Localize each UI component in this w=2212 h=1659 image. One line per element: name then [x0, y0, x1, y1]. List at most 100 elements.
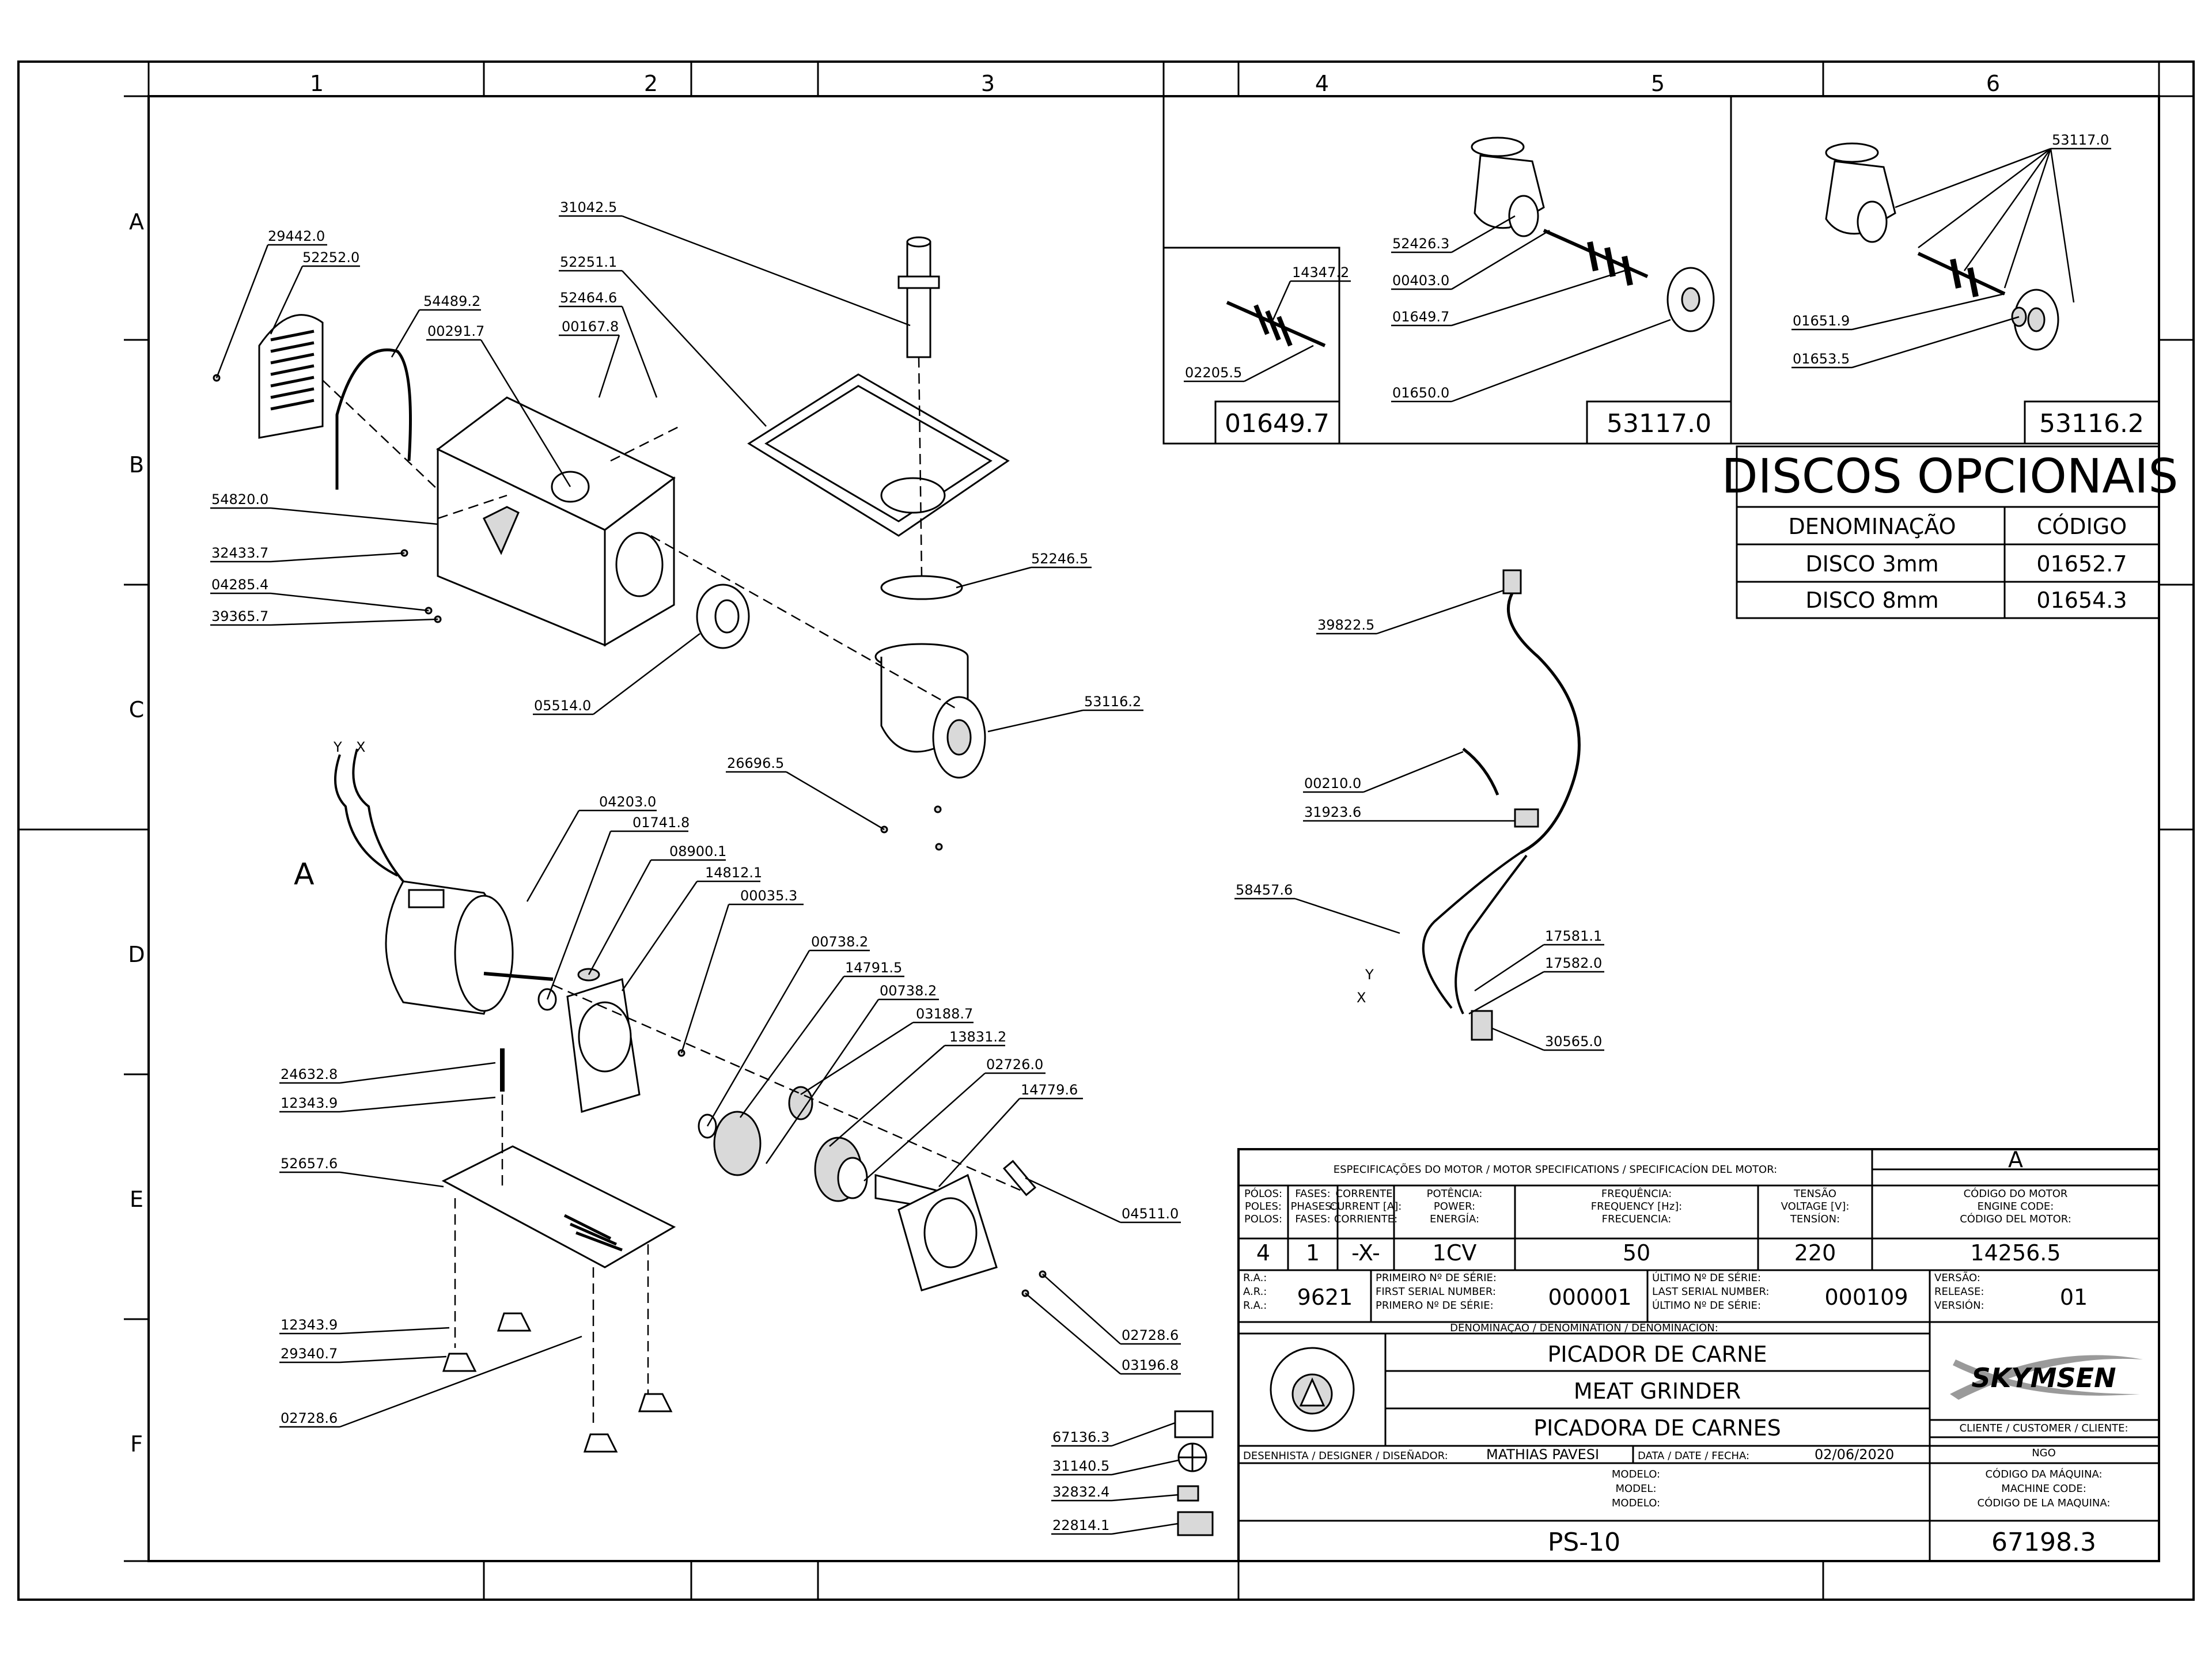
designer-label: DESENHISTA / DESIGNER / DISEÑADOR:	[1243, 1449, 1448, 1462]
current-label: CORRENTE:	[1335, 1188, 1396, 1200]
part-ref: 12343.9	[281, 1095, 338, 1111]
disc-row-code: 01652.7	[2036, 551, 2127, 577]
part-ref: 00738.2	[811, 934, 868, 950]
version-label: VERSÃO:	[1934, 1271, 1980, 1284]
sticker-icons	[1174, 1410, 1214, 1536]
last-serial-value: 000109	[1824, 1285, 1908, 1310]
drawing-frame	[17, 60, 2195, 1601]
part-ref: 52657.6	[281, 1156, 338, 1172]
brand-logo-text: SKYMSEN	[1972, 1362, 2116, 1393]
ra-label: R.A.:	[1243, 1300, 1267, 1312]
title-block-text: ESPECIFICAÇÕES DO MOTOR / MOTOR SPECIFIC…	[1243, 1147, 2143, 1557]
part-ref: 31923.6	[1304, 804, 1361, 820]
part-ref: 29340.7	[281, 1346, 338, 1362]
current-label: CURRENT [A]:	[1330, 1200, 1402, 1213]
grid-col-5: 5	[1651, 71, 1665, 96]
part-ref: 31042.5	[560, 199, 617, 215]
ra-label: R.A.:	[1243, 1272, 1267, 1284]
part-ref: 32832.4	[1052, 1484, 1109, 1500]
part-ref: 00035.3	[740, 888, 797, 904]
current-value: -X-	[1351, 1240, 1380, 1266]
voltage-label: TENSÃO	[1793, 1187, 1836, 1200]
parts-illustration: Y X A	[213, 236, 1047, 1453]
last-serial-label: ÚLTIMO Nº DE SÉRIE:	[1652, 1271, 1761, 1284]
poles-label: POLOS:	[1244, 1213, 1282, 1225]
engine-code-label: ENGINE CODE:	[1978, 1200, 2054, 1213]
disc-row-code: 01654.3	[2036, 588, 2127, 613]
optional-discs-header-code: CÓDIGO	[2037, 514, 2127, 539]
inset-box-2-code: 53117.0	[1607, 409, 1711, 438]
ra-value: 9621	[1297, 1285, 1353, 1310]
grid-row-b: B	[129, 452, 144, 478]
part-ref: 01649.7	[1392, 309, 1449, 325]
part-ref: 03188.7	[916, 1006, 973, 1022]
part-ref: 54489.2	[423, 293, 480, 309]
version-label: RELEASE:	[1934, 1286, 1984, 1298]
model-value: PS-10	[1548, 1528, 1620, 1557]
part-references: 29442.0 52252.0 54489.2 00291.7 31042.5 …	[210, 132, 2111, 1535]
grid-col-3: 3	[981, 71, 995, 96]
grid-col-1: 1	[310, 71, 324, 96]
part-ref: 29442.0	[268, 228, 325, 244]
part-ref: 67136.3	[1052, 1429, 1109, 1445]
part-ref: 17582.0	[1545, 955, 1602, 971]
phases-label: FASES:	[1295, 1213, 1330, 1225]
voltage-label: VOLTAGE [V]:	[1781, 1200, 1850, 1213]
denomination-label: DENOMINAÇÃO / DENOMINATION / DENOMINACIÓ…	[1450, 1321, 1718, 1334]
grid-row-d: D	[128, 942, 145, 967]
machine-code-label: CÓDIGO DE LA MAQUINA:	[1978, 1497, 2111, 1509]
part-ref: 02726.0	[986, 1056, 1043, 1073]
skymsen-logo: SKYMSEN	[1950, 1355, 2143, 1400]
part-ref: 12343.9	[281, 1317, 338, 1333]
optional-discs-table: DISCOS OPCIONAIS DENOMINAÇÃO CÓDIGO DISC…	[1722, 445, 2179, 619]
power-label: POTÊNCIA:	[1427, 1187, 1483, 1200]
cord-x-label: X	[1357, 990, 1366, 1006]
part-ref: 17581.1	[1545, 928, 1602, 944]
disc-row-name: DISCO 3mm	[1805, 551, 1938, 577]
part-ref: 58457.6	[1236, 882, 1293, 898]
optional-discs-title: DISCOS OPCIONAIS	[1722, 449, 2179, 504]
designer-value: MATHIAS PAVESI	[1486, 1446, 1599, 1463]
part-ref: 26696.5	[727, 755, 784, 771]
title-block	[1237, 1148, 2160, 1562]
part-ref: 04511.0	[1122, 1206, 1179, 1222]
power-label: POWER:	[1434, 1200, 1475, 1213]
part-ref: 52246.5	[1031, 551, 1088, 567]
engine-code-label: CÓDIGO DO MOTOR	[1964, 1187, 2068, 1200]
first-serial-label: FIRST SERIAL NUMBER:	[1376, 1286, 1496, 1298]
inset-frames	[1162, 96, 2160, 445]
grid-row-f: F	[130, 1431, 143, 1457]
part-ref: 05514.0	[534, 698, 591, 714]
inset-neck-assembly-2	[1825, 142, 2059, 351]
part-ref: 00210.0	[1304, 775, 1361, 791]
part-ref: 00167.8	[562, 319, 619, 335]
part-ref: 31140.5	[1052, 1458, 1109, 1474]
part-ref: 32433.7	[211, 545, 268, 561]
part-ref: 02728.6	[1122, 1327, 1179, 1343]
part-ref: 00738.2	[880, 983, 937, 999]
part-ref: 53116.2	[1084, 694, 1141, 710]
part-ref: 01653.5	[1793, 351, 1850, 367]
optional-discs-header-name: DENOMINAÇÃO	[1788, 514, 1956, 539]
customer-label: CLIENTE / CUSTOMER / CLIENTE:	[1959, 1422, 2128, 1434]
part-ref: 04285.4	[211, 577, 268, 593]
part-ref: 00291.7	[427, 323, 484, 339]
version-value: 01	[2060, 1285, 2088, 1310]
frequency-label: FREQUENCY [Hz]:	[1591, 1200, 1682, 1213]
part-ref: 24632.8	[281, 1066, 338, 1082]
part-ref: 14779.6	[1021, 1082, 1078, 1098]
model-label: MODELO:	[1612, 1497, 1660, 1509]
part-ref: 01650.0	[1392, 385, 1449, 401]
part-ref: 08900.1	[669, 843, 726, 859]
part-ref: 52251.1	[560, 254, 617, 270]
frequency-label: FREQUÊNCIA:	[1601, 1187, 1672, 1200]
motor-spec-title: ESPECIFICAÇÕES DO MOTOR / MOTOR SPECIFIC…	[1334, 1163, 1778, 1176]
frequency-value: 50	[1623, 1240, 1650, 1266]
inset-box-1-code: 01649.7	[1225, 409, 1330, 438]
voltage-label: TENSÍON:	[1790, 1213, 1840, 1225]
engine-code-label: CÓDIGO DEL MOTOR:	[1960, 1213, 2071, 1225]
first-serial-label: PRIMERO Nº DE SÉRIE:	[1376, 1299, 1494, 1312]
part-ref: 39822.5	[1317, 617, 1374, 633]
part-ref: 13831.2	[949, 1029, 1006, 1045]
date-value: 02/06/2020	[1815, 1446, 1894, 1463]
